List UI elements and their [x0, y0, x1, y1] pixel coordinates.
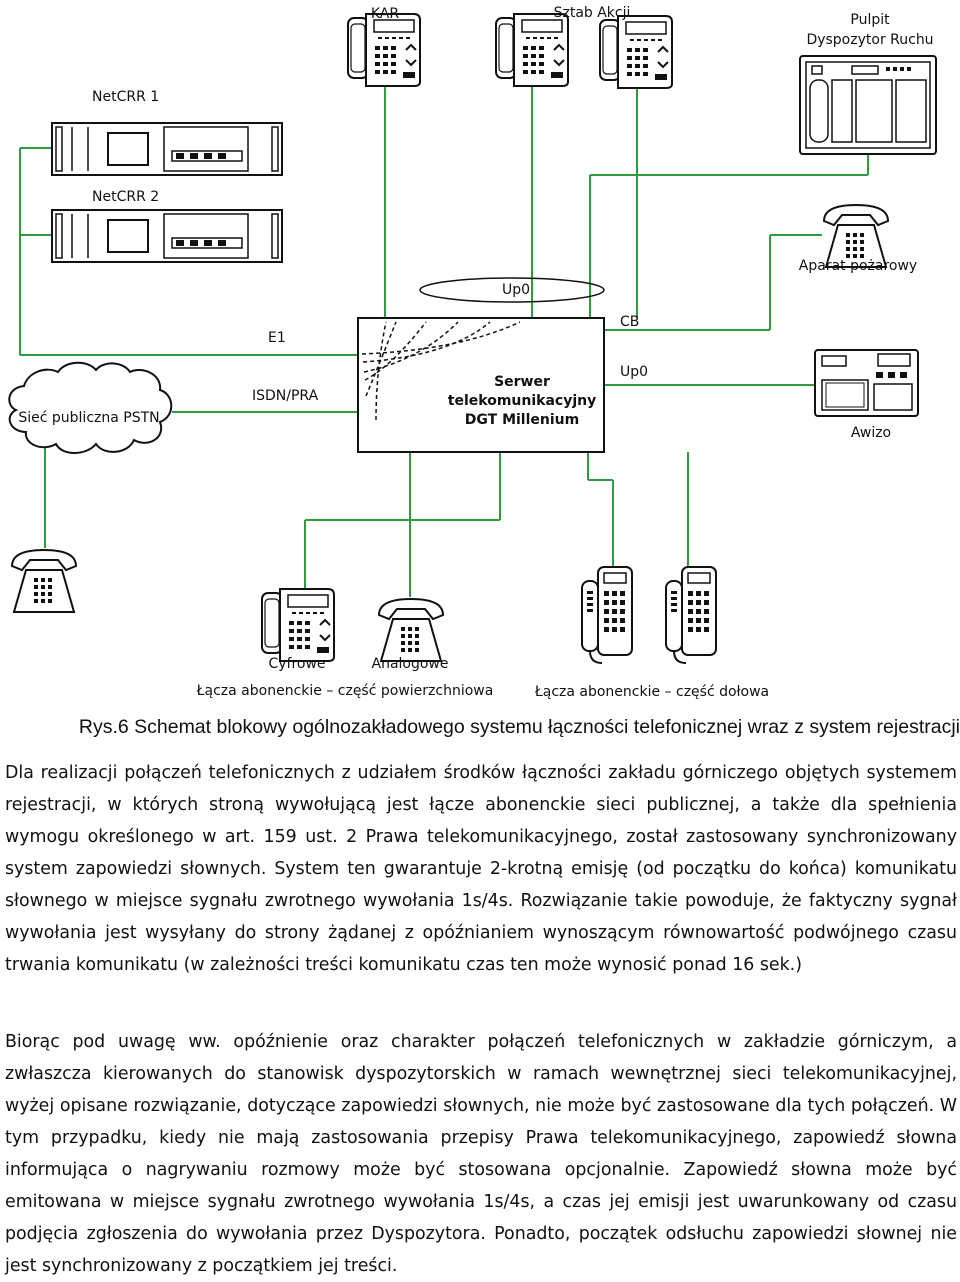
- underground-group-label: Łącza abonenckie – część dołowa: [534, 684, 769, 700]
- underground-phone-2-icon: [665, 566, 717, 664]
- cb-label: CB: [620, 314, 639, 330]
- figure-caption: Rys.6 Schemat blokowy ogólnozakładowego …: [78, 716, 960, 738]
- up0-top-label: Up0: [502, 282, 530, 298]
- aparat-label: Aparat pożarowy: [799, 258, 917, 274]
- pulpit-label-line1: Pulpit: [850, 12, 890, 28]
- system-block-diagram: Serwer telekomunikacyjny DGT Millenium: [8, 5, 937, 700]
- underground-phone-1-icon: [581, 566, 633, 664]
- sztab-phone-2-icon: [599, 15, 673, 89]
- cyfrowe-label: Cyfrowe: [268, 656, 325, 672]
- up0-ring: [419, 277, 605, 303]
- up0-right-label: Up0: [620, 364, 648, 380]
- netcrr2-rack: [51, 209, 283, 263]
- network-links: [19, 80, 869, 597]
- pstn-label: Sieć publiczna PSTN: [18, 410, 159, 426]
- paragraph-1: Dla realizacji połączeń telefonicznych z…: [5, 763, 957, 975]
- server-name-line2: telekomunikacyjny: [448, 393, 596, 409]
- cyfrowe-phone-icon: [261, 588, 335, 662]
- netcrr2-label: NetCRR 2: [92, 189, 159, 205]
- analogowe-label: Analogowe: [372, 656, 449, 672]
- e1-label: E1: [268, 330, 286, 346]
- isdn-label: ISDN/PRA: [252, 388, 319, 404]
- kar-phone-icon: [347, 13, 421, 87]
- analogowe-phone-icon: [378, 598, 444, 662]
- netcrr1-label: NetCRR 1: [92, 89, 159, 105]
- awizo-label: Awizo: [851, 425, 891, 441]
- pulpit-console-icon: [799, 55, 937, 155]
- server-box: Serwer telekomunikacyjny DGT Millenium: [357, 317, 605, 453]
- surface-group-label: Łącza abonenckie – część powierzchniowa: [196, 683, 494, 699]
- server-name-line1: Serwer: [494, 374, 550, 390]
- netcrr1-rack: [51, 122, 283, 176]
- kar-label: KAR: [371, 6, 400, 22]
- server-name-line3: DGT Millenium: [465, 412, 579, 428]
- awizo-device-icon: [814, 349, 919, 417]
- sztab-label: Sztab Akcji: [554, 5, 631, 21]
- pstn-cloud: [8, 361, 173, 454]
- pstn-phone-icon: [11, 549, 77, 613]
- sztab-phone-1-icon: [495, 13, 569, 87]
- pulpit-label-line2: Dyspozytor Ruchu: [806, 32, 933, 48]
- paragraph-2: Biorąc pod uwagę ww. opóźnienie oraz cha…: [5, 1032, 957, 1276]
